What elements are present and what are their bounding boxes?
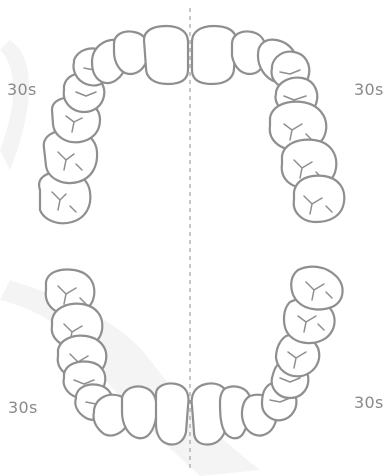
upper-arch	[39, 26, 344, 223]
tooth-upper-right-central-incisor[interactable]	[192, 26, 236, 84]
tooth-lower-left-lateral-incisor[interactable]	[122, 386, 157, 438]
label-upper-left: 30s	[7, 80, 37, 99]
label-lower-left: 30s	[8, 398, 38, 417]
label-lower-right: 30s	[354, 393, 384, 412]
tooth-lower-left-central-incisor[interactable]	[156, 383, 189, 444]
tooth-upper-right-molar-3[interactable]	[294, 176, 345, 222]
tooth-lower-right-molar-3[interactable]	[291, 267, 342, 310]
label-upper-right: 30s	[354, 80, 384, 99]
tooth-upper-left-central-incisor[interactable]	[144, 26, 188, 84]
lower-arch	[46, 267, 343, 445]
